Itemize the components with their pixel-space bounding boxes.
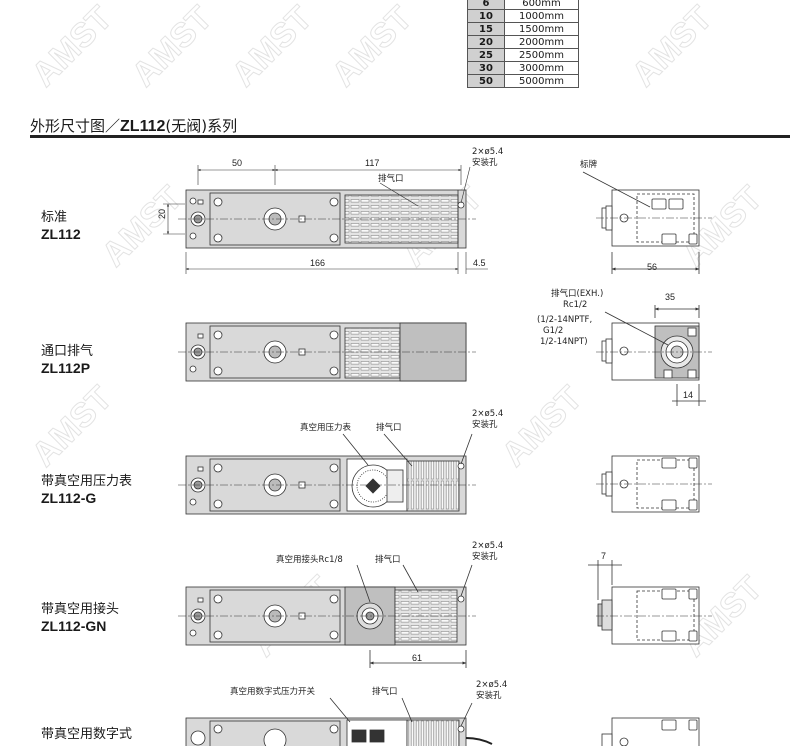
front-view-gauge (185, 433, 473, 515)
dim-35: 35 (665, 292, 675, 302)
dim-166: 166 (310, 258, 325, 268)
section-title: 外形尺寸图／ZL112(无阀)系列 (30, 117, 238, 135)
dim-20: 20 (157, 209, 167, 219)
digital-switch-label: 真空用数字式压力开关 (230, 686, 316, 697)
title-rule (30, 135, 790, 138)
front-view-fitting (185, 564, 473, 668)
mount-holes-label-3: 2×ø5.4 (472, 409, 503, 419)
side-view-digital (601, 717, 700, 746)
mount-holes-label-4: 2×ø5.4 (472, 541, 503, 551)
svg-text:AMST: AMST (495, 379, 590, 474)
side-view-fitting (588, 560, 700, 645)
nameplate-label: 标牌 (580, 159, 598, 170)
svg-text:AMST: AMST (325, 0, 420, 94)
svg-text:AMST: AMST (95, 179, 190, 274)
length-value: 2500mm (504, 48, 579, 62)
mount-holes-label-1: 2×ø5.4 (472, 147, 503, 157)
svg-text:AMST: AMST (225, 0, 320, 94)
dim-50: 50 (232, 158, 242, 168)
exh-rc-label: Rc1/2 (563, 300, 587, 310)
length-value: 2000mm (504, 35, 579, 49)
dimensions-row1 (163, 165, 488, 274)
side-view-standard (582, 171, 700, 274)
exhaust-label-1: 排气口 (378, 173, 404, 184)
front-view-standard (185, 189, 467, 249)
side-view-port-exhaust (601, 305, 706, 406)
svg-text:AMST: AMST (625, 0, 720, 94)
vacuum-fitting-label: 真空用接头Rc1/8 (276, 554, 343, 565)
length-code: 30 (467, 61, 505, 75)
length-value: 3000mm (504, 61, 579, 75)
svg-text:AMST: AMST (125, 0, 220, 94)
svg-text:AMST: AMST (25, 0, 120, 94)
vacuum-gauge-label: 真空用压力表 (300, 422, 352, 433)
length-value: 1000mm (504, 9, 579, 23)
exh-npt2-label: G1/2 (543, 326, 563, 336)
dim-4-5: 4.5 (473, 258, 486, 268)
exhaust-label-3: 排气口 (376, 422, 402, 433)
exh-port-label: 排气口(EXH.) (551, 288, 603, 299)
exhaust-label-5: 排气口 (372, 686, 398, 697)
mount-holes-text-4: 安装孔 (472, 551, 498, 562)
dim-61: 61 (412, 653, 422, 663)
dim-117: 117 (365, 158, 379, 168)
front-view-digital (185, 697, 493, 746)
model-label-digital: 带真空用数字式 (41, 727, 133, 742)
mount-holes-text-1: 安装孔 (472, 157, 498, 168)
dim-14: 14 (683, 390, 693, 400)
svg-text:AMST: AMST (25, 379, 120, 474)
exh-npt1-label: (1/2-14NPTF, (537, 315, 592, 325)
length-code: 50 (467, 74, 505, 88)
mount-holes-text-5: 安装孔 (476, 690, 502, 701)
mount-holes-label-5: 2×ø5.4 (476, 680, 507, 690)
exhaust-label-4: 排气口 (375, 554, 401, 565)
exh-npt3-label: 1/2-14NPT) (540, 337, 588, 347)
dim-7: 7 (601, 551, 606, 561)
length-value: 5000mm (504, 74, 579, 88)
mount-holes-text-3: 安装孔 (472, 419, 498, 430)
dim-56: 56 (647, 262, 657, 272)
